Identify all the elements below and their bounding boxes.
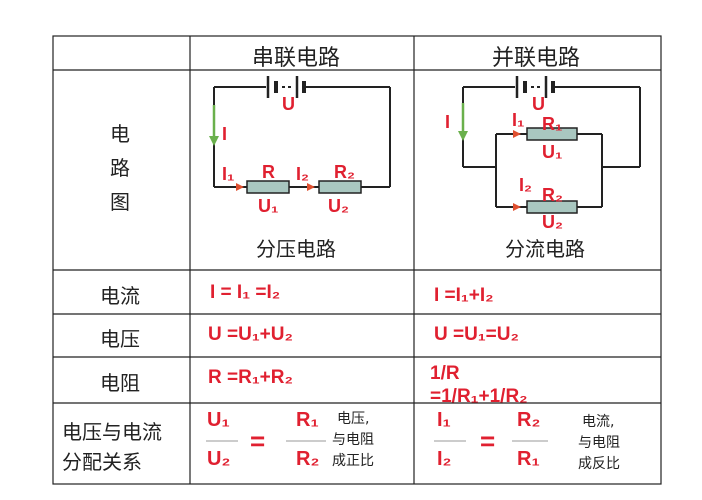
current-arrow-main-parallel xyxy=(458,103,468,141)
series-label-i1: I₁ xyxy=(222,164,235,184)
series-current-formula: I = I₁ =I₂ xyxy=(210,282,281,303)
parallel-ratio-den-left: I₂ xyxy=(437,448,452,470)
series-caption: 分压电路 xyxy=(256,237,336,261)
resistor-r1-parallel xyxy=(526,127,578,141)
row-label-diagram-3: 图 xyxy=(110,190,130,214)
parallel-resistance-formula-1: 1/R xyxy=(430,363,460,384)
row-label-diagram-2: 路 xyxy=(110,156,130,180)
row-label-diagram-1: 电 xyxy=(110,122,130,146)
series-ratio-note-2: 与电阻 xyxy=(332,432,374,448)
parallel-label-i: I xyxy=(445,112,451,132)
series-ratio-equals: = xyxy=(250,426,266,456)
series-label-u: U xyxy=(282,94,295,114)
series-label-i: I xyxy=(222,124,228,144)
resistor-r2-parallel xyxy=(526,200,578,214)
series-voltage-formula: U =U₁+U₂ xyxy=(208,324,293,345)
parallel-label-r2: R₂ xyxy=(542,185,563,205)
parallel-ratio-den-right: R₁ xyxy=(517,448,540,470)
series-ratio-num-left: U₁ xyxy=(207,409,230,431)
parallel-circuit-diagram xyxy=(458,76,641,214)
current-arrow-r1 xyxy=(236,183,244,191)
parallel-label-u: U xyxy=(532,94,545,114)
current-arrow-branch2 xyxy=(513,203,521,211)
current-arrow-branch1 xyxy=(513,130,521,138)
parallel-voltage-formula: U =U₁=U₂ xyxy=(434,324,519,345)
series-resistance-formula: R =R₁+R₂ xyxy=(208,367,293,388)
series-label-i2: I₂ xyxy=(296,164,309,184)
battery-symbol xyxy=(266,76,306,98)
parallel-label-i1: I₁ xyxy=(512,110,525,130)
parallel-ratio-note-3: 成反比 xyxy=(578,456,620,472)
series-ratio-note-3: 成正比 xyxy=(332,453,374,469)
series-label-r2: R₂ xyxy=(334,162,355,182)
series-circuit-diagram xyxy=(209,76,391,194)
parallel-ratio-note-2: 与电阻 xyxy=(578,435,620,451)
parallel-ratio-num-right: R₂ xyxy=(517,409,541,431)
series-ratio-den-left: U₂ xyxy=(207,448,231,470)
row-label-resistance: 电阻 xyxy=(100,371,140,395)
parallel-label-r1: R₁ xyxy=(542,114,563,134)
resistor-r1 xyxy=(246,180,290,194)
current-arrow-main xyxy=(209,105,219,146)
row-label-current: 电流 xyxy=(100,284,140,308)
parallel-ratio-num-left: I₁ xyxy=(437,409,451,431)
parallel-label-u1: U₁ xyxy=(542,142,563,162)
parallel-current-formula: I =I₁+I₂ xyxy=(434,285,494,306)
table-grid xyxy=(52,35,662,485)
parallel-label-i2: I₂ xyxy=(519,175,532,195)
series-label-r: R xyxy=(262,162,275,182)
series-label-u2: U₂ xyxy=(328,196,349,216)
current-arrow-r2 xyxy=(307,183,315,191)
parallel-ratio-note-1: 电流, xyxy=(582,414,615,430)
series-label-u1: U₁ xyxy=(258,196,279,216)
parallel-caption: 分流电路 xyxy=(505,237,585,261)
parallel-resistance-formula-2: =1/R₁+1/R₂ xyxy=(430,386,528,407)
row-label-distribution-2: 分配关系 xyxy=(62,450,142,474)
header-parallel: 并联电路 xyxy=(492,46,581,71)
header-series: 串联电路 xyxy=(252,46,341,71)
row-label-voltage: 电压 xyxy=(100,327,140,351)
battery-symbol-parallel xyxy=(515,76,555,98)
row-label-distribution-1: 电压与电流 xyxy=(62,420,162,444)
series-ratio-den-right: R₂ xyxy=(296,448,320,470)
resistor-r2 xyxy=(318,180,362,194)
series-ratio-note-1: 电压, xyxy=(337,411,370,427)
parallel-ratio-equals: = xyxy=(480,426,496,456)
series-ratio-num-right: R₁ xyxy=(296,409,319,431)
parallel-label-u2: U₂ xyxy=(542,212,563,232)
